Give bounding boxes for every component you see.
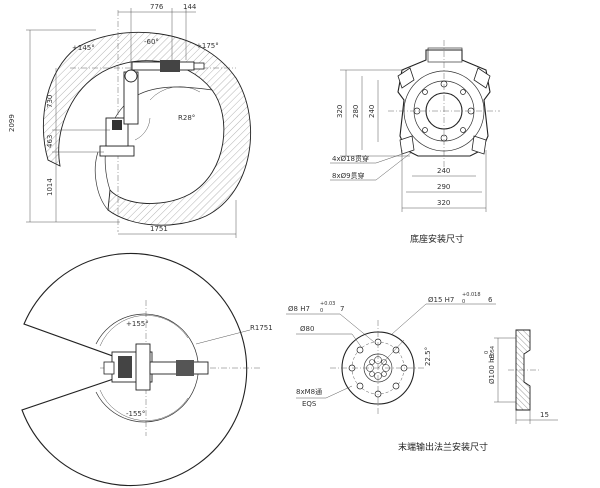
dim-reach-bottom: 1751	[150, 225, 168, 233]
angle-label-2: +145°	[72, 44, 95, 52]
base-outline	[397, 49, 491, 157]
flange-view: Ø8 H7 +0.03 0 7 Ø15 H7 +0.018 0 6 Ø80 22…	[286, 292, 558, 453]
base-dim-width-outer: 320	[437, 199, 450, 207]
flange-eqs: EQS	[302, 400, 317, 408]
flange-thread: 8xM8通	[296, 387, 322, 396]
angle-label-4: R28°	[178, 114, 195, 122]
flange-caption: 末端输出法兰安装尺寸	[398, 441, 488, 453]
base-dim-width-mid: 290	[437, 183, 450, 191]
base-leader-9	[375, 151, 413, 181]
top-radius: R1751	[250, 324, 273, 332]
flange-pin15-depth: 6	[488, 296, 493, 304]
flange-pin15: Ø15 H7	[428, 296, 454, 304]
flange-leader-pin8-b	[339, 313, 375, 343]
side-angle-arc-2	[134, 117, 151, 141]
flange-pin8-depth: 7	[340, 305, 344, 313]
dim-height-total: 2099	[8, 114, 16, 132]
flange-angle-line	[377, 339, 405, 369]
angle-label-3: -60°	[144, 38, 159, 46]
top-robot	[103, 343, 209, 391]
top-angle-pos: +155°	[126, 320, 149, 328]
flange-angle: 22.5°	[424, 347, 432, 366]
side-inner-arc	[94, 151, 109, 211]
dim-lower-link: 463	[46, 135, 54, 148]
side-workspace-envelope	[42, 31, 252, 226]
flange-center-pattern	[366, 356, 390, 380]
base-callout-holes-18: 4xØ18贯穿	[332, 154, 369, 163]
flange-bore-tol: 0	[484, 351, 490, 354]
flange-pin15-tol-low: 0	[462, 299, 465, 305]
flange-leader-pin15-b	[391, 303, 427, 335]
top-angle-neg: -155°	[126, 410, 145, 418]
flange-leader-thread-b	[325, 385, 353, 399]
dim-top-reach: 776	[150, 3, 164, 11]
flange-pin8-tol-low: 0	[320, 308, 323, 314]
angle-label-1: +175°	[196, 42, 219, 50]
top-view: +155° -155° R1751	[21, 252, 273, 487]
top-workspace-outer	[21, 252, 248, 487]
base-lugs	[397, 67, 491, 155]
flange-pcd: Ø80	[300, 325, 314, 333]
dim-upper-arm: 730	[46, 95, 54, 108]
side-angle-arc	[149, 86, 201, 101]
base-caption: 底座安装尺寸	[410, 233, 464, 245]
base-dim-height-mid: 280	[352, 105, 360, 118]
flange-pin8: Ø8 H7	[288, 305, 310, 313]
base-dim-height-outer: 320	[336, 105, 344, 118]
top-radius-leader	[195, 329, 251, 345]
flange-pin15-tol: +0.018	[462, 292, 481, 298]
side-robot	[99, 60, 205, 157]
flange-thickness: 15	[540, 411, 549, 419]
base-top-boss	[427, 47, 463, 63]
base-dim-height-inner: 240	[368, 105, 376, 118]
flange-pin8-tol: +0.03	[320, 301, 335, 307]
base-dim-width-inner: 240	[437, 167, 450, 175]
dim-base-height: 1014	[46, 178, 54, 196]
top-angle-arc-neg	[99, 389, 189, 421]
flange-bore-tol-low: -0.054	[490, 346, 496, 362]
flange-leader-pcd-b	[351, 333, 363, 349]
flange-bore: Ø100 h8	[488, 354, 496, 384]
base-view: 320 280 240 240 290 320 4xØ18贯穿 8xØ9贯穿 底…	[330, 40, 500, 245]
top-angle-arc-pos	[99, 315, 189, 347]
side-view: 776 144 2099 730 463 1014 1751 +175° +14…	[8, 3, 252, 238]
dim-top-offset: 144	[183, 3, 197, 11]
base-leader-18	[375, 151, 409, 164]
base-callout-holes-9: 8xØ9贯穿	[332, 171, 365, 180]
